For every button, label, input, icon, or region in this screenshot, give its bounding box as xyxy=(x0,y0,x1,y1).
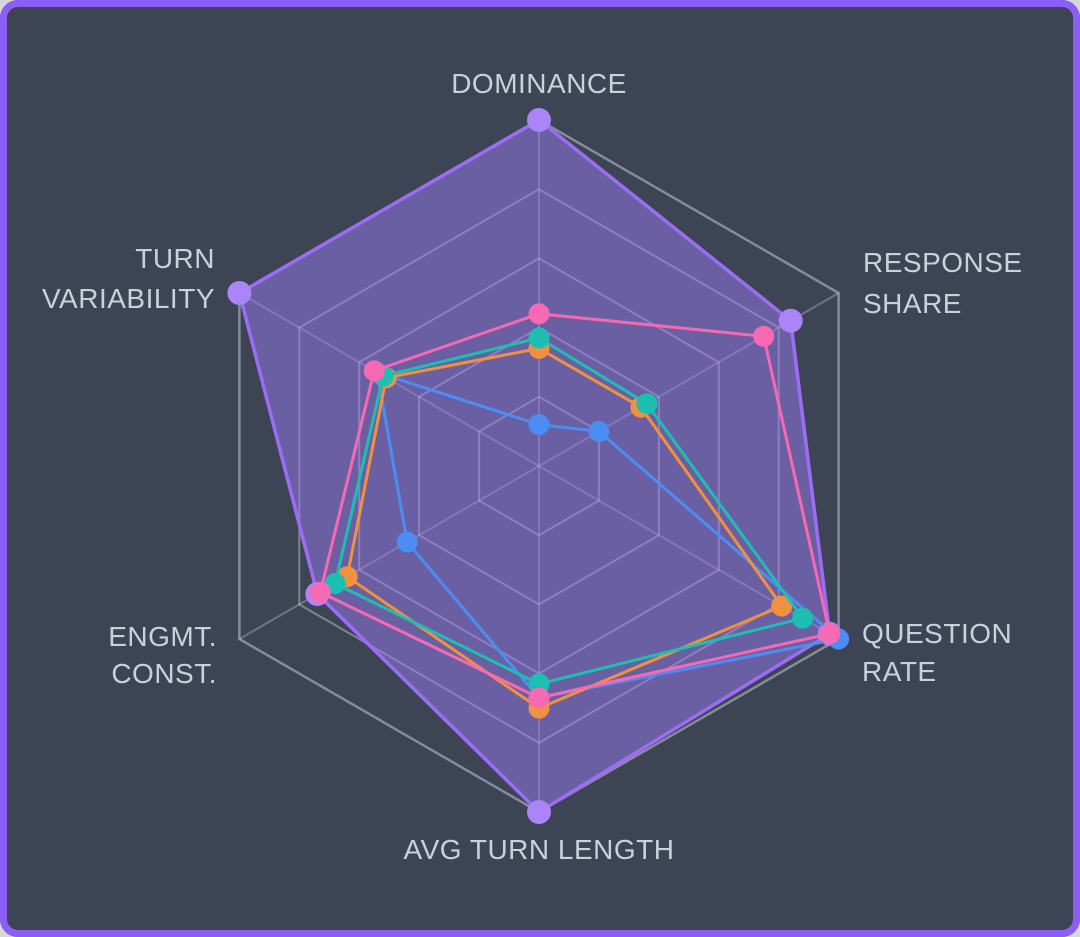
purple-series-point-turn-variability[interactable] xyxy=(227,281,252,305)
axis-label-question-rate: QUESTION RATE xyxy=(862,615,1012,691)
teal-series-point-dominance[interactable] xyxy=(528,327,550,349)
axis-label-line: ENGMT. xyxy=(108,621,217,652)
axis-label-response-share: RESPONSE SHARE xyxy=(863,242,1023,324)
axis-label-dominance: DOMINANCE xyxy=(451,67,627,101)
purple-series-area xyxy=(239,120,830,812)
orange-series-point-question-rate[interactable] xyxy=(771,595,793,617)
axis-label-turn-variability: TURN VARIABILITY xyxy=(42,239,215,319)
pink-series-point-dominance[interactable] xyxy=(528,303,550,325)
axis-label-avg-turn-length: AVG TURN LENGTH xyxy=(404,833,675,867)
axis-label-line: TURN xyxy=(135,243,215,274)
teal-series-point-question-rate[interactable] xyxy=(792,607,814,629)
axis-label-line: QUESTION xyxy=(862,618,1013,649)
blue-series-point-engmt-const[interactable] xyxy=(396,531,418,553)
purple-series-point-avg-turn-length[interactable] xyxy=(527,800,551,824)
axis-label-line: RESPONSE xyxy=(863,247,1023,278)
pink-series-point-avg-turn-length[interactable] xyxy=(528,687,550,709)
axis-label-line: DOMINANCE xyxy=(451,68,627,99)
axis-label-line: VARIABILITY xyxy=(41,283,215,314)
blue-series-point-response-share[interactable] xyxy=(588,420,610,442)
axis-label-line: AVG TURN LENGTH xyxy=(403,834,675,865)
teal-series-point-response-share[interactable] xyxy=(636,393,658,415)
purple-series-point-response-share[interactable] xyxy=(778,308,803,333)
pink-series-point-turn-variability[interactable] xyxy=(363,360,385,382)
pink-series-point-engmt-const[interactable] xyxy=(309,581,331,603)
purple-series-point-dominance[interactable] xyxy=(527,108,551,132)
pink-series-point-response-share[interactable] xyxy=(753,325,775,347)
purple-series xyxy=(227,108,842,824)
pink-series-point-question-rate[interactable] xyxy=(819,623,841,645)
axis-label-line: RATE xyxy=(862,656,937,687)
axis-label-line: SHARE xyxy=(863,288,962,319)
blue-series-point-dominance[interactable] xyxy=(528,414,550,435)
pink-series xyxy=(309,303,841,709)
axis-label-line: CONST. xyxy=(111,658,217,689)
axis-label-engmt-const: ENGMT. CONST. xyxy=(108,618,217,692)
